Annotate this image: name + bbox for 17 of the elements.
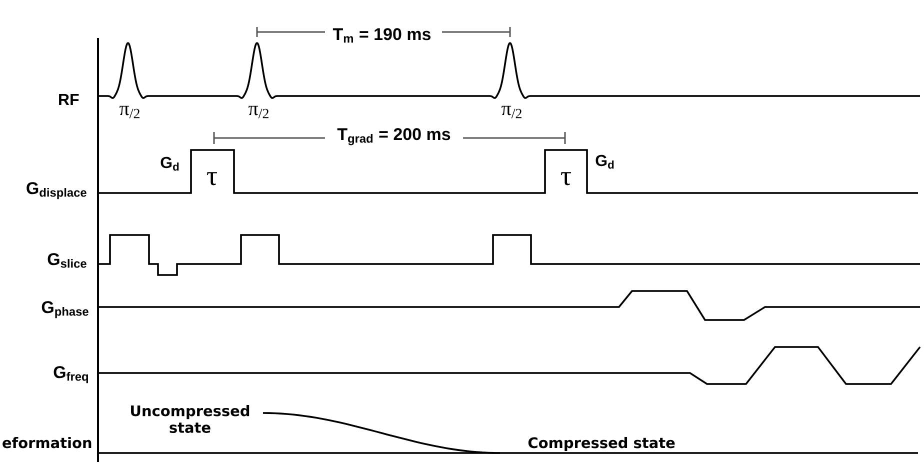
duration-label: τ	[561, 172, 572, 186]
duration-label: τ	[207, 172, 217, 186]
pulse-label: π$_{/2}$	[502, 106, 522, 118]
amplitude-label: G$_{d}$	[160, 156, 179, 171]
state-label: Compressed state	[528, 436, 675, 452]
axis-label: G$_{freq}$	[54, 366, 88, 384]
axis-label: G$_{slice}$	[48, 253, 86, 268]
axis-label: G$_{displace}$	[26, 182, 86, 200]
pulse-label: π$_{/2}$	[248, 106, 268, 118]
state-label: Uncompressed state	[131, 405, 250, 433]
dimension-label: T$_{m}$ = 190 ms	[332, 28, 431, 43]
pulse-label: π$_{/2}$	[120, 106, 140, 118]
axis-label: RF	[59, 94, 79, 105]
dimension-label: T$_{grad}$ = 200 ms	[337, 128, 450, 146]
axis-label: G$_{phase}$	[42, 301, 88, 318]
axis-label: eformation	[2, 436, 92, 448]
amplitude-label: G$_{d}$	[596, 154, 614, 169]
